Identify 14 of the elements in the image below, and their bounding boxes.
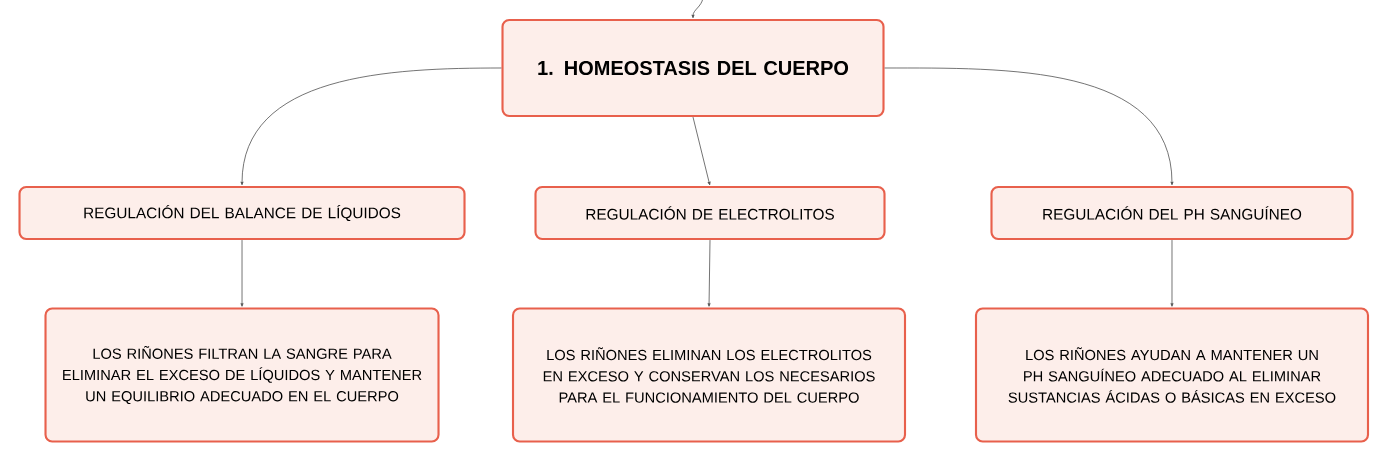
arrow — [1170, 239, 1174, 307]
topic-box: REGULACIÓN DEL PH SANGUÍNEO — [990, 185, 1354, 241]
arrow — [707, 239, 711, 307]
arrow — [692, 116, 711, 186]
description-box: LOS RIÑONES FILTRAN LA SANGRE PARA ELIMINAR EL EXCESO DE LÍQUIDOS Y MANTENER UN EQUILIBRIO ADECUADO EN EL CUERPO — [44, 307, 440, 443]
topic-box: REGULACIÓN DEL BALANCE DE LÍQUIDOS — [18, 185, 466, 241]
arrow — [884, 67, 1174, 186]
description-box: LOS RIÑONES AYUDAN A MANTENER UN PH SANGUÍNEO ADECUADO AL ELIMINAR SUSTANCIAS ÁCIDAS O BÁSICAS EN EXCESO — [974, 307, 1370, 443]
description-box: LOS RIÑONES ELIMINAN LOS ELECTROLITOS EN EXCESO Y CONSERVAN LOS NECESARIOS PARA EL FUNCIONAMIENTO DEL CUERPO — [511, 307, 907, 443]
topic-box: REGULACIÓN DE ELECTROLITOS — [534, 185, 886, 241]
title-box: 1. HOMEOSTASIS DEL CUERPO — [501, 18, 885, 118]
arrow — [240, 67, 502, 186]
arrow — [691, 0, 704, 19]
arrow — [240, 239, 244, 307]
